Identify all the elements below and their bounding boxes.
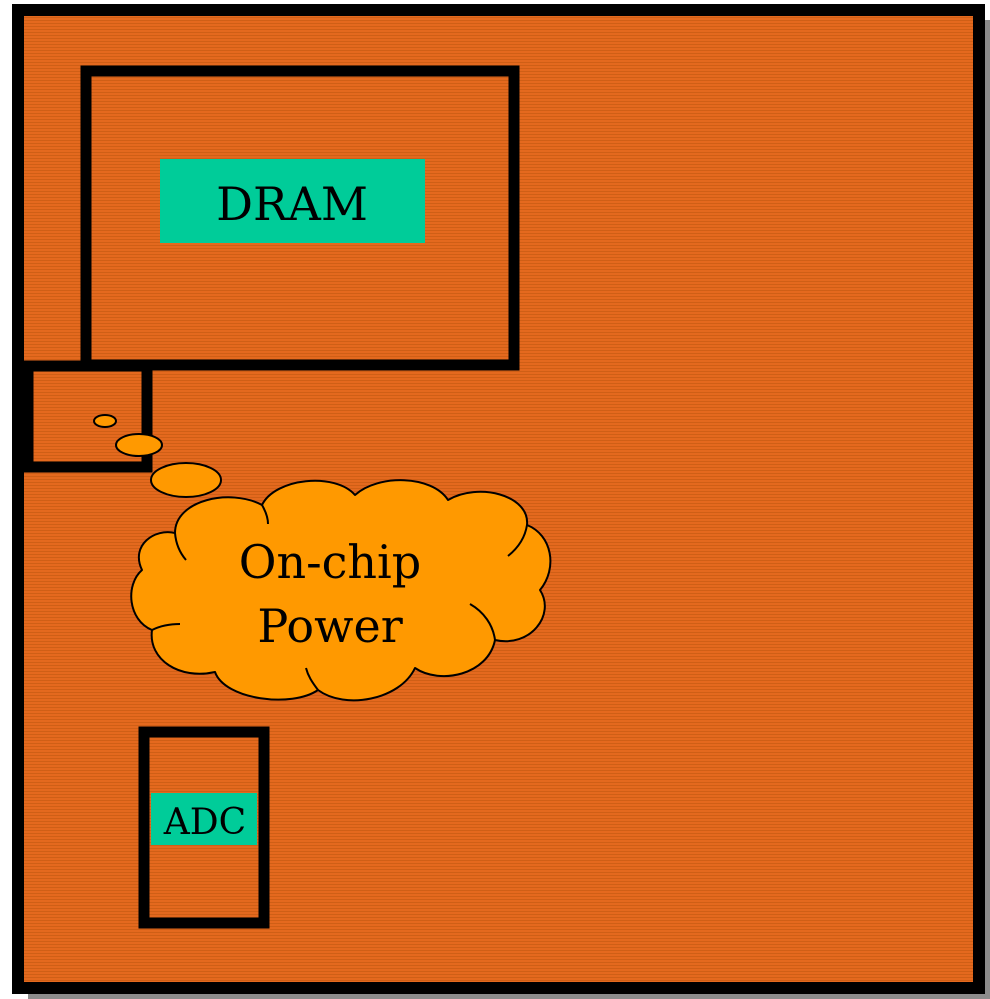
cloud-crease	[469, 603, 496, 641]
cloud-crease	[174, 532, 187, 561]
cloud-text-line-2: Power	[257, 599, 402, 653]
power-block-box	[22, 360, 153, 473]
cloud-crease	[151, 623, 181, 631]
cloud-crease	[305, 667, 319, 691]
cloud-crease	[507, 524, 528, 557]
cloud-crease	[261, 504, 269, 525]
bubble-trail-medium	[115, 433, 163, 457]
dram-block	[160, 159, 425, 243]
power-cloud-callout	[130, 479, 552, 702]
dram-region-box	[80, 65, 520, 371]
cloud-text-line-1: On-chip	[239, 535, 421, 589]
dram-label: DRAM	[216, 177, 368, 231]
adc-block	[151, 793, 257, 845]
adc-label: ADC	[163, 802, 246, 843]
bubble-trail-large	[150, 462, 222, 498]
bubble-trail-small	[93, 414, 117, 428]
adc-region-box	[138, 726, 270, 929]
